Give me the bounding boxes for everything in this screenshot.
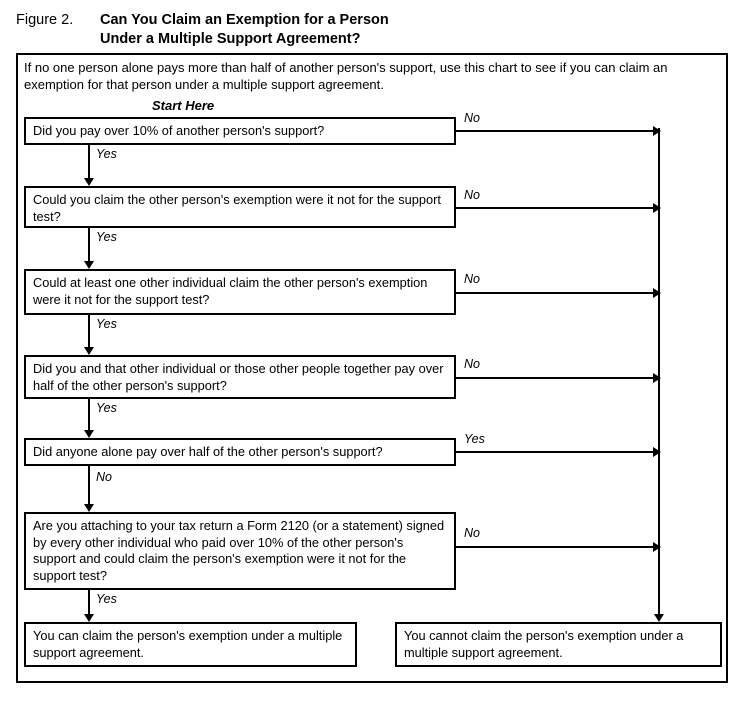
page-title: Can You Claim an Exemption for a Person … [100, 11, 389, 49]
arrowhead-q4-right [653, 373, 661, 383]
arrowhead-q4-to-q5 [84, 430, 94, 438]
arrowhead-q6-to-result [84, 614, 94, 622]
connector-q1-right [456, 130, 653, 132]
arrowhead-q1-to-q2 [84, 178, 94, 186]
connector-q3-right [456, 292, 653, 294]
connector-q5-right [456, 451, 653, 453]
flowchart-frame [16, 53, 728, 683]
edge-label-q6-yes: Yes [96, 592, 117, 606]
decision-box-q4[interactable]: Did you and that other individual or tho… [24, 355, 456, 399]
edge-label-q5-yes: Yes [464, 432, 485, 446]
edge-label-q5-no: No [96, 470, 112, 484]
arrowhead-q2-right [653, 203, 661, 213]
connector-q6-to-result [88, 590, 90, 614]
connector-q4-right [456, 377, 653, 379]
start-here-label: Start Here [152, 98, 215, 113]
arrowhead-q5-right [653, 447, 661, 457]
arrowhead-collector-to-result [654, 614, 664, 622]
edge-label-q1-no: No [464, 111, 480, 125]
connector-q3-to-q4 [88, 315, 90, 347]
connector-no-collector-rail [658, 128, 660, 614]
connector-q5-to-q6 [88, 466, 90, 504]
decision-box-q2[interactable]: Could you claim the other person's exemp… [24, 186, 456, 228]
decision-box-q3[interactable]: Could at least one other individual clai… [24, 269, 456, 315]
decision-box-q5[interactable]: Did anyone alone pay over half of the ot… [24, 438, 456, 466]
intro-paragraph: If no one person alone pays more than ha… [24, 60, 668, 92]
edge-label-q2-no: No [464, 188, 480, 202]
figure-number-label: Figure 2. [16, 12, 74, 28]
decision-box-q6[interactable]: Are you attaching to your tax return a F… [24, 512, 456, 590]
edge-label-q1-yes: Yes [96, 147, 117, 161]
page-title-line-2: Under a Multiple Support Agreement? [100, 31, 361, 47]
connector-q6-right [456, 546, 653, 548]
connector-q1-to-q2 [88, 145, 90, 178]
decision-box-q1[interactable]: Did you pay over 10% of another person's… [24, 117, 456, 145]
arrowhead-q1-right [653, 126, 661, 136]
edge-label-q3-no: No [464, 272, 480, 286]
arrowhead-q6-right [653, 542, 661, 552]
edge-label-q4-yes: Yes [96, 401, 117, 415]
result-box-cannot-claim[interactable]: You cannot claim the person's exemption … [395, 622, 722, 667]
page-title-line-1: Can You Claim an Exemption for a Person [100, 12, 389, 28]
edge-label-q4-no: No [464, 357, 480, 371]
edge-label-q2-yes: Yes [96, 230, 117, 244]
connector-q2-right [456, 207, 653, 209]
connector-q4-to-q5 [88, 399, 90, 430]
edge-label-q6-no: No [464, 526, 480, 540]
arrowhead-q3-to-q4 [84, 347, 94, 355]
result-box-can-claim[interactable]: You can claim the person's exemption und… [24, 622, 357, 667]
arrowhead-q2-to-q3 [84, 261, 94, 269]
arrowhead-q5-to-q6 [84, 504, 94, 512]
arrowhead-q3-right [653, 288, 661, 298]
connector-q2-to-q3 [88, 228, 90, 261]
edge-label-q3-yes: Yes [96, 317, 117, 331]
